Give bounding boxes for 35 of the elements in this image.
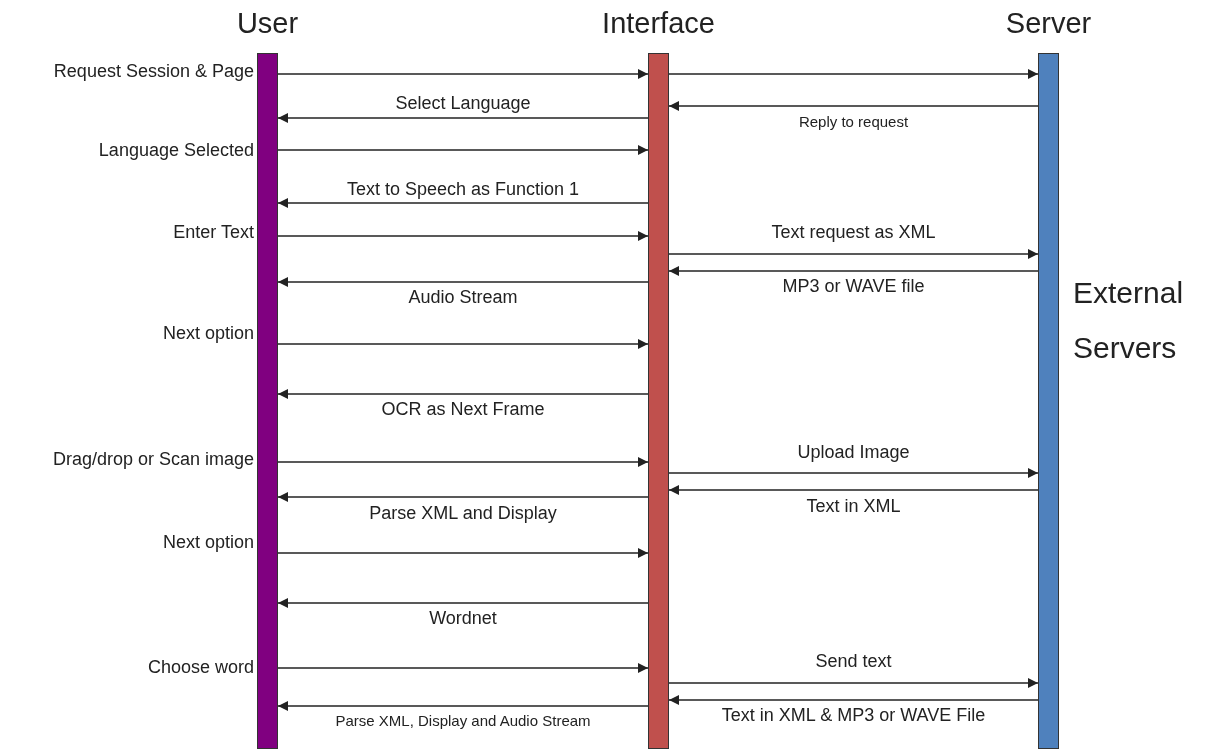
side-note: External Servers — [1073, 275, 1185, 366]
arrow — [277, 69, 649, 79]
arrow — [668, 69, 1039, 79]
edge-label: Parse XML, Display and Audio Stream — [333, 712, 593, 730]
arrow — [668, 101, 1039, 111]
arrow — [668, 695, 1039, 705]
arrow — [668, 485, 1039, 495]
edge-label: Upload Image — [795, 443, 912, 463]
arrow — [668, 468, 1039, 478]
arrow — [277, 339, 649, 349]
arrow — [277, 277, 649, 287]
edge-label: Text to Speech as Function 1 — [344, 180, 582, 200]
arrow — [277, 231, 649, 241]
edge-label: Select Language — [393, 94, 533, 114]
arrow — [277, 663, 649, 673]
arrow — [277, 198, 649, 208]
edge-label: Parse XML and Display — [367, 504, 559, 524]
lifeline-title: Server — [1005, 9, 1092, 38]
lifeline-bar — [1038, 53, 1059, 749]
arrow — [668, 678, 1039, 688]
lifeline-bar — [648, 53, 669, 749]
arrow — [277, 492, 649, 502]
arrow — [277, 113, 649, 123]
lifeline-bar — [257, 53, 278, 749]
lifeline-title: Interface — [602, 9, 715, 38]
arrow — [277, 457, 649, 467]
arrow — [277, 145, 649, 155]
arrow — [277, 548, 649, 558]
arrow — [277, 701, 649, 711]
arrow — [277, 389, 649, 399]
arrow — [668, 249, 1039, 259]
arrow — [668, 266, 1039, 276]
arrow — [277, 598, 649, 608]
edge-label: Text request as XML — [769, 223, 938, 243]
lifeline-title: User — [236, 9, 299, 38]
